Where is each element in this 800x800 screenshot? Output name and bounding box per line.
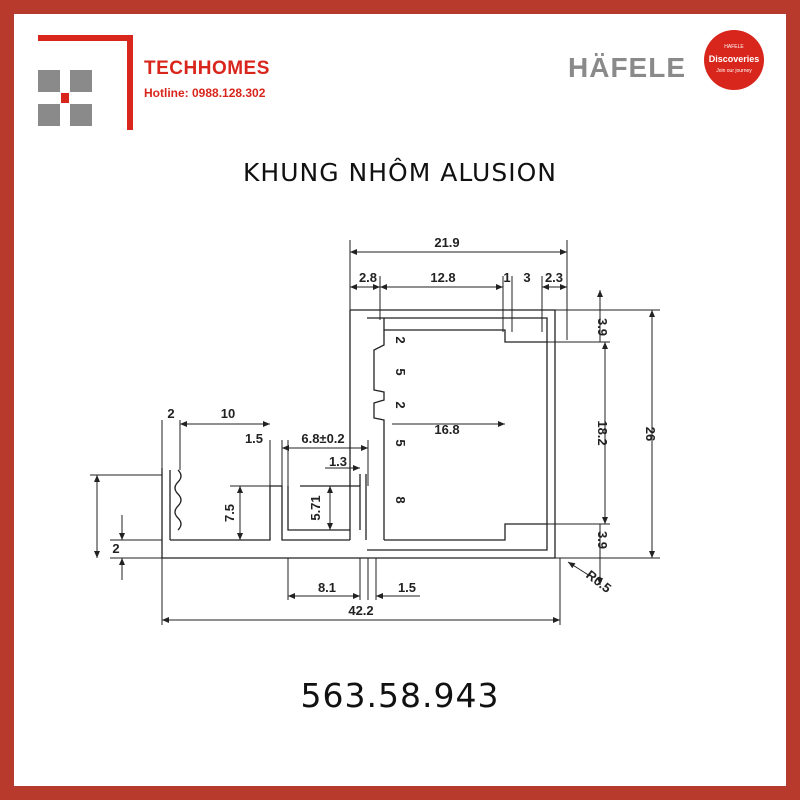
dim-6-8: 6.8±0.2 [301, 431, 344, 446]
dim-1-5-top: 1.5 [245, 431, 263, 446]
dim-2-b: 2 [393, 401, 408, 408]
extension-lines [90, 240, 660, 625]
dim-2-top: 2 [167, 406, 174, 421]
partner-logo: HÄFELE [568, 52, 686, 83]
page-title: KHUNG NHÔM ALUSION [243, 158, 557, 187]
dim-16-8: 16.8 [434, 422, 459, 437]
dimension-labels: 21.9 2.8 12.8 1 3 2.3 3.9 18.2 26 3.9 2 … [112, 235, 658, 618]
dim-2-3: 2.3 [545, 270, 563, 285]
product-code: 563.58.943 [300, 676, 500, 715]
dim-1-5-bot: 1.5 [398, 580, 416, 595]
badge-small-text: HAFELE [724, 44, 744, 50]
dim-2-left: 2 [112, 541, 119, 556]
profile-outline [161, 309, 556, 559]
dim-2-8: 2.8 [359, 270, 377, 285]
dim-1: 1 [503, 270, 510, 285]
dim-10: 10 [221, 406, 235, 421]
dim-18-2: 18.2 [595, 420, 610, 445]
badge-sub-text: Join our journey [716, 68, 752, 74]
dim-8: 8 [393, 496, 408, 503]
brand-name: TECHHOMES [144, 58, 270, 79]
dim-8-1: 8.1 [318, 580, 336, 595]
dim-3: 3 [523, 270, 530, 285]
dim-26: 26 [643, 427, 658, 441]
dim-5-a: 5 [393, 368, 408, 375]
dim-2-a: 2 [393, 336, 408, 343]
dimension-arrows [94, 249, 655, 623]
dim-1-3: 1.3 [329, 454, 347, 469]
dim-3-9-bot: 3.9 [595, 531, 610, 549]
dim-5-71: 5.71 [308, 495, 323, 520]
dim-5-b: 5 [393, 439, 408, 446]
badge-main-text: Discoveries [709, 54, 760, 64]
dim-42-2: 42.2 [348, 603, 373, 618]
dim-r0-5: R0.5 [583, 567, 614, 596]
dim-21-9: 21.9 [434, 235, 459, 250]
dim-12-8: 12.8 [430, 270, 455, 285]
dim-7-5: 7.5 [222, 504, 237, 522]
dim-3-9-top: 3.9 [595, 318, 610, 336]
white-card [14, 14, 786, 786]
hotline-text: Hotline: 0988.128.302 [144, 86, 266, 100]
